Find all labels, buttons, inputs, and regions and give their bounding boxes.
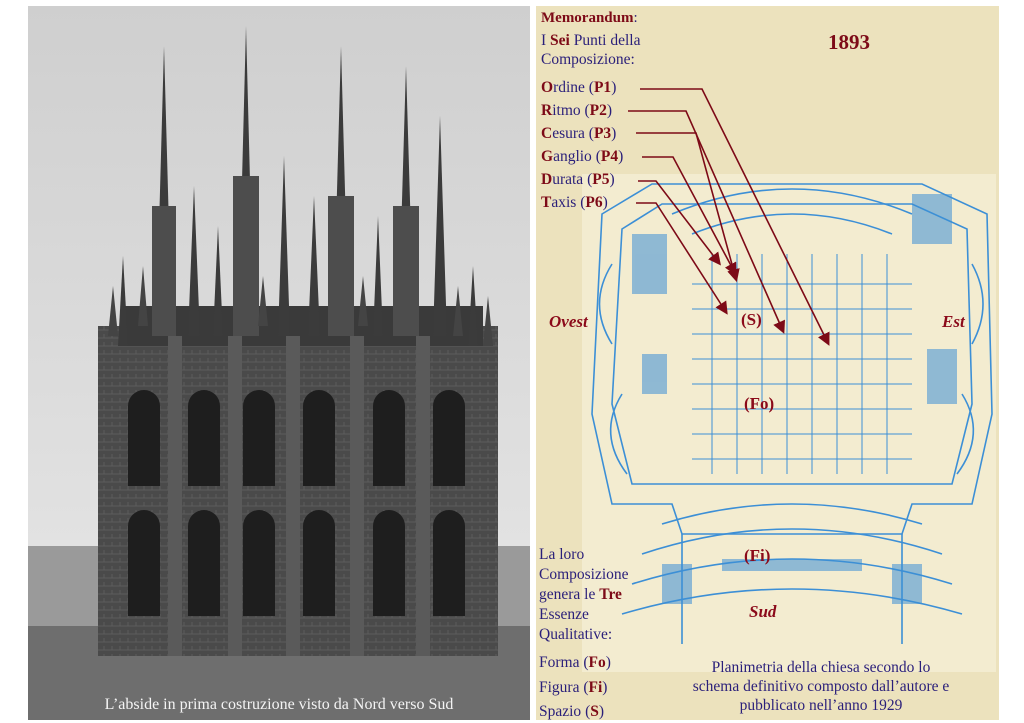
memo-line1-pre: I	[541, 32, 551, 49]
east-label: Est	[942, 312, 965, 331]
memo-title-suffix: :	[633, 10, 638, 26]
apse-photo: L’abside in prima costruzione visto da N…	[28, 6, 530, 720]
space-label: (S)	[741, 310, 762, 329]
point-item-5: Durata (P5)	[541, 171, 615, 188]
floor-plan-drawing	[591, 183, 993, 644]
memo-line1-post: Punti della	[569, 32, 641, 49]
memo-title: Memorandum	[541, 10, 634, 26]
south-label: Sud	[749, 602, 777, 621]
west-label: Ovest	[549, 312, 588, 331]
floor-plan	[582, 174, 996, 672]
form-label: (Fo)	[744, 394, 775, 413]
plan-caption-line-1: Planimetria della chiesa secondo lo	[711, 659, 931, 676]
plan-caption-line-2: schema definitivo composto dall’autore e	[692, 678, 950, 695]
essences-line-2: Composizione	[539, 566, 629, 583]
memo-line1-bold: Sei	[550, 32, 570, 49]
point-item-3: Cesura (P3)	[541, 125, 617, 142]
essences-line-1: La loro	[539, 546, 585, 563]
plan-caption: Planimetria della chiesa secondo lo sche…	[656, 658, 986, 715]
pointer-arrows	[628, 88, 830, 346]
point-item-2: Ritmo (P2)	[541, 102, 613, 119]
apse-drawing	[28, 6, 530, 720]
year-label: 1893	[828, 30, 870, 54]
essence-item-space: Spazio (S)	[539, 703, 605, 720]
point-item-1: Ordine (P1)	[541, 79, 617, 96]
point-item-6: Taxis (P6)	[541, 194, 608, 211]
photo-caption: L’abside in prima costruzione visto da N…	[104, 696, 454, 713]
essences-line-5: Qualitative:	[539, 626, 613, 643]
composition-panel: Memorandum: I Sei Punti della Composizio…	[536, 6, 999, 720]
point-item-4: Ganglio (P4)	[541, 148, 624, 165]
memo-line2: Composizione:	[541, 51, 635, 68]
essence-item-figure: Figura (Fi)	[539, 679, 608, 696]
essences-line-3: genera le Tre	[539, 586, 622, 603]
essences-line-4: Essenze	[539, 606, 589, 623]
plan-caption-line-3: pubblicato nell’anno 1929	[739, 697, 903, 714]
figure-label: (Fi)	[744, 546, 771, 565]
essence-item-form: Forma (Fo)	[539, 654, 611, 671]
